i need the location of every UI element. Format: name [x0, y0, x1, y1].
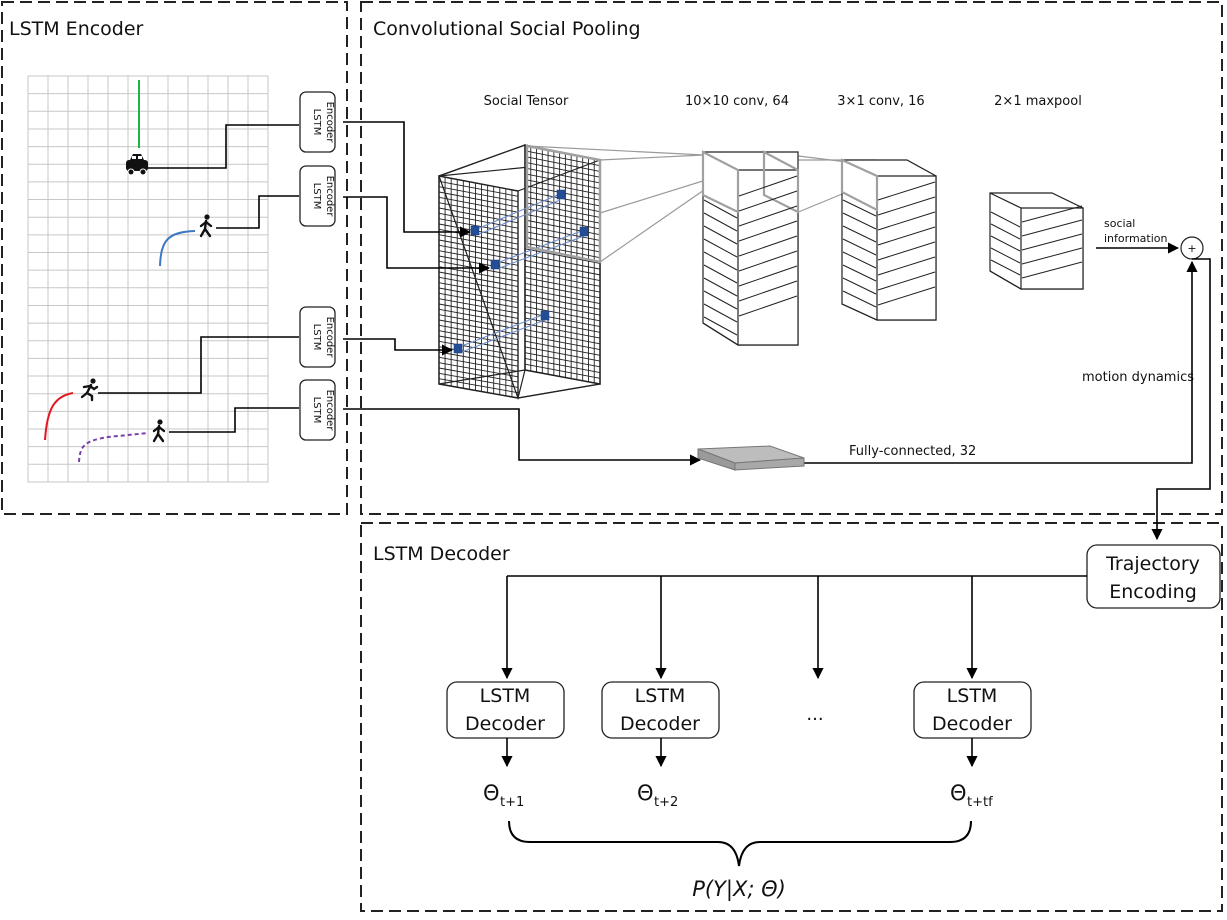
encoder-label-line2: Encoder: [324, 317, 335, 359]
decoder-label-line2: Decoder: [620, 713, 700, 735]
wire-ped1-encoder: [216, 195, 299, 229]
decoder-ellipsis: ...: [806, 704, 823, 725]
output-brace: [508, 820, 972, 867]
encoder-label-line1: LSTM: [311, 109, 322, 136]
trajectory-label-line2: Encoding: [1109, 581, 1197, 603]
decoder-label-line2: Decoder: [932, 713, 1012, 735]
decoder-label-line2: Decoder: [465, 713, 545, 735]
volume-hatching: [703, 175, 1083, 336]
theta-subscript: t+2: [654, 795, 678, 810]
encoder-panel-title: LSTM Encoder: [9, 18, 144, 40]
output-probability: P(Y|X; Θ): [692, 877, 786, 902]
social-tensor: [438, 144, 602, 401]
trajectory-label-line1: Trajectory: [1105, 553, 1200, 575]
decoder-panel-title: LSTM Decoder: [373, 543, 510, 565]
trajectory-encoding-box: Trajectory Encoding: [1086, 544, 1221, 609]
wire-encoder2-tensor: [343, 196, 491, 274]
encoder-label-line1: LSTM: [311, 397, 322, 424]
pedestrian-icon: [152, 419, 166, 443]
pedestrian-icon: [199, 214, 213, 238]
wire-runner-encoder: [98, 336, 299, 394]
encoder-label-line2: Encoder: [324, 102, 335, 144]
tensor-cell: [470, 225, 480, 236]
sum-to-trajectory-arrow: [1151, 258, 1211, 541]
tensor-cell: [556, 189, 566, 200]
pedestrian-trajectory-purple: [78, 432, 149, 463]
encoder-panel: [1, 1, 348, 515]
tensor-left-face-grid: [438, 175, 519, 399]
pedestrian-trajectory-blue: [159, 230, 196, 267]
tensor-cell: [490, 259, 500, 270]
maxpool-label: 2×1 maxpool: [994, 94, 1082, 109]
maxpool-volume: [989, 192, 1084, 290]
conv1-label: 10×10 conv, 64: [685, 94, 789, 109]
theta-symbol: Θ: [950, 781, 967, 805]
pooling-panel-title: Convolutional Social Pooling: [373, 18, 641, 40]
lstm-encoder-block: LSTM Encoder: [299, 379, 336, 441]
theta-output: Θ t+1: [483, 781, 524, 810]
decoder-label-line1: LSTM: [635, 685, 686, 707]
tensor-cell: [453, 343, 463, 354]
theta-output: Θ t+2: [637, 781, 678, 810]
runner-trajectory: [44, 392, 74, 441]
lstm-decoder-block: LSTM Decoder: [446, 681, 565, 739]
theta-symbol: Θ: [637, 781, 654, 805]
tensor-cell: [579, 226, 589, 237]
sum-node-plus: +: [1187, 242, 1196, 255]
motion-dynamics-label: motion dynamics: [1082, 370, 1194, 385]
theta-subscript: t+tf: [967, 795, 993, 810]
fully-connected-block: [697, 445, 805, 471]
encoder-label-line1: LSTM: [311, 183, 322, 210]
encoder-label-line1: LSTM: [311, 324, 322, 351]
tensor-cell: [540, 310, 550, 321]
social-info-label-line1: social: [1104, 217, 1135, 230]
lstm-encoder-block: LSTM Encoder: [299, 165, 336, 227]
lstm-encoder-block: LSTM Encoder: [299, 306, 336, 368]
lstm-decoder-block: LSTM Decoder: [913, 681, 1032, 739]
decoder-panel: [360, 522, 1223, 912]
social-tensor-label: Social Tensor: [484, 94, 569, 109]
theta-subscript: t+1: [500, 795, 524, 810]
lstm-encoder-block: LSTM Encoder: [299, 91, 336, 153]
motion-dynamics-arrow: [803, 260, 1198, 464]
wire-car-encoder: [148, 124, 299, 169]
fully-connected-label: Fully-connected, 32: [849, 444, 976, 459]
conv2-volume: [840, 158, 937, 321]
car-icon: [126, 154, 148, 176]
pooling-panel: [360, 1, 1223, 515]
lstm-decoder-block: LSTM Decoder: [601, 681, 720, 739]
encoder-label-line2: Encoder: [324, 176, 335, 218]
encoder-label-line2: Encoder: [324, 390, 335, 432]
decoder-label-line1: LSTM: [480, 685, 531, 707]
wire-encoder1-tensor: [343, 121, 472, 238]
wire-ped2-encoder: [169, 407, 299, 433]
wire-encoder3-tensor: [343, 338, 454, 356]
theta-output: Θ t+tf: [950, 781, 993, 810]
runner-icon: [80, 378, 99, 402]
decoder-label-line1: LSTM: [947, 685, 998, 707]
social-info-label-line2: information: [1104, 232, 1168, 245]
wire-encoder4-fc: [343, 408, 702, 466]
theta-symbol: Θ: [483, 781, 500, 805]
scene-grid: [27, 75, 269, 483]
conv2-label: 3×1 conv, 16: [837, 94, 924, 109]
